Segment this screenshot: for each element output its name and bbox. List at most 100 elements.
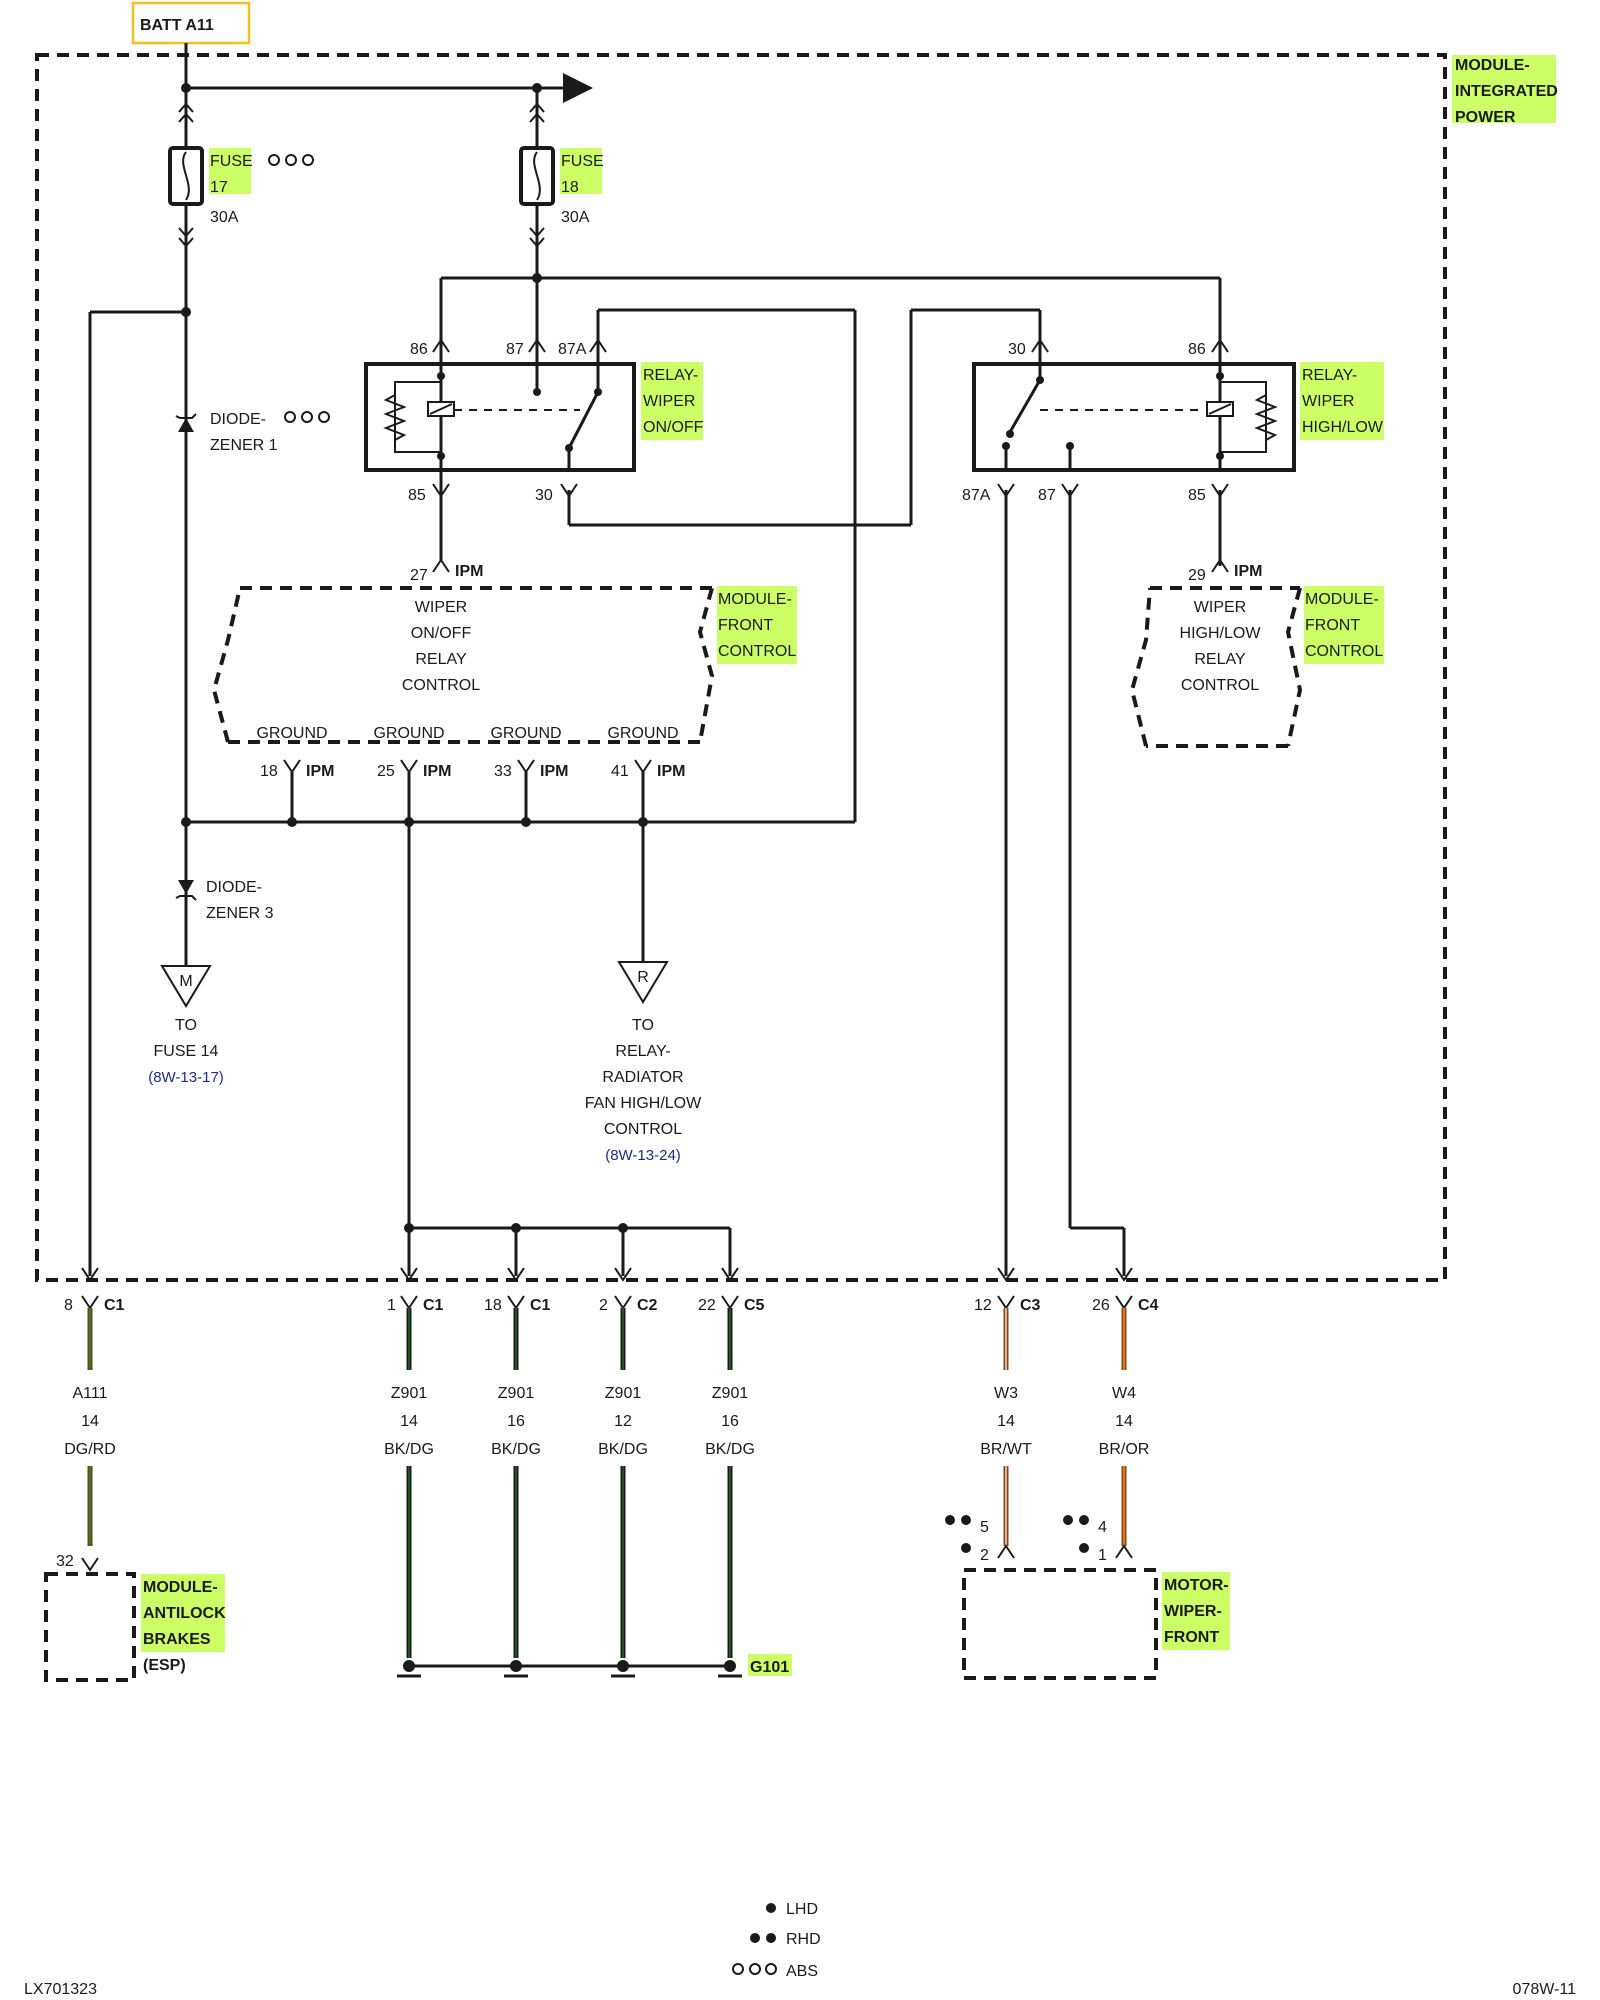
zener1-label-1: DIODE- — [210, 411, 266, 428]
abs-name-2: ANTILOCK — [143, 1605, 226, 1622]
wires-below — [87, 1308, 1127, 1658]
ground-pin-25: 25 — [377, 763, 395, 780]
conn-m-ref[interactable]: (8W-13-17) — [148, 1069, 224, 1086]
fcm-left-text-1: WIPER — [415, 599, 467, 616]
legend-rhd: RHD — [786, 1931, 821, 1948]
fcm-right-name-2: FRONT — [1305, 617, 1360, 634]
ground-label: G101 — [750, 1659, 789, 1676]
c-gauge-0: 14 — [81, 1413, 99, 1430]
fcm-ground-pins — [283, 759, 652, 1228]
fcm-right-text-1: WIPER — [1194, 599, 1246, 616]
abs-name-4: (ESP) — [143, 1657, 186, 1674]
footer-right: 078W-11 — [1513, 1981, 1577, 1998]
c-pin-4: 22 — [698, 1297, 716, 1314]
motor-name-1: MOTOR- — [1164, 1577, 1229, 1594]
c-color-0: DG/RD — [64, 1441, 116, 1458]
c-circuit-6: W4 — [1112, 1385, 1136, 1402]
fcm-right-pin29: 29 — [1188, 567, 1206, 584]
fcm-left-ipm: IPM — [455, 563, 483, 580]
ipm-name-3: POWER — [1455, 109, 1516, 126]
fcm-left-name-1: MODULE- — [718, 591, 792, 608]
legend-abs: ABS — [786, 1963, 818, 1980]
c-pin-0: 8 — [64, 1297, 73, 1314]
ground-pin-33: 33 — [494, 763, 512, 780]
motor-pin-4: 4 — [1098, 1519, 1107, 1536]
c-pin-5: 12 — [974, 1297, 992, 1314]
fuse17-rating: 30A — [210, 209, 239, 226]
ground-pin-18-ipm: IPM — [306, 763, 334, 780]
conn-r-letter: R — [637, 969, 649, 986]
conn-m-letter: M — [179, 973, 192, 990]
r2-pin85: 85 — [1188, 487, 1206, 504]
conn-r-text-3: RADIATOR — [602, 1069, 683, 1086]
c-circuit-5: W3 — [994, 1385, 1018, 1402]
fuse17-label-1: FUSE — [210, 153, 253, 170]
c-pin-6: 26 — [1092, 1297, 1110, 1314]
fuse18-label-1: FUSE — [561, 153, 604, 170]
motor-pin-1: 1 — [1098, 1547, 1107, 1564]
ground-pin-33-ipm: IPM — [540, 763, 568, 780]
c-gauge-5: 14 — [997, 1413, 1015, 1430]
zener1-label-2: ZENER 1 — [210, 437, 278, 454]
r2-name-1: RELAY- — [1302, 367, 1357, 384]
fuse17-label-2: 17 — [210, 179, 228, 196]
c-gauge-2: 16 — [507, 1413, 525, 1430]
fuse-17 — [168, 88, 204, 312]
fcm-left-text-4: CONTROL — [402, 677, 480, 694]
abs-name-3: BRAKES — [143, 1631, 211, 1648]
fcm-ground-1: GROUND — [256, 725, 327, 742]
r2-name-2: WIPER — [1302, 393, 1354, 410]
diode-zener-1 — [175, 312, 197, 822]
c-gauge-3: 12 — [614, 1413, 632, 1430]
c-pin-1: 1 — [387, 1297, 396, 1314]
fuse18-label-2: 18 — [561, 179, 579, 196]
r1-name-3: ON/OFF — [643, 419, 704, 436]
ipm-highlight — [1452, 55, 1556, 123]
motor-pin-2: 2 — [980, 1547, 989, 1564]
r1-name-2: WIPER — [643, 393, 695, 410]
abs-module-border — [44, 1572, 136, 1682]
zener3-label-2: ZENER 3 — [206, 905, 274, 922]
ground-g101 — [397, 1660, 742, 1678]
c-conn-3: C2 — [637, 1297, 658, 1314]
fcm-ground-2: GROUND — [373, 725, 444, 742]
c-color-6: BR/OR — [1099, 1441, 1150, 1458]
zener3-label-1: DIODE- — [206, 879, 262, 896]
motor-border — [962, 1568, 1158, 1680]
fcm-left-pin27: 27 — [410, 567, 428, 584]
diode-zener-3 — [175, 822, 197, 966]
c-conn-1: C1 — [423, 1297, 444, 1314]
r2-pin86: 86 — [1188, 341, 1206, 358]
batt-label-box — [131, 1, 251, 45]
fuse-18 — [519, 88, 555, 278]
abs-pin: 32 — [56, 1553, 74, 1570]
c-pin-3: 2 — [599, 1297, 608, 1314]
abs-name-1: MODULE- — [143, 1579, 218, 1596]
c-gauge-4: 16 — [721, 1413, 739, 1430]
fcm-right-text-4: CONTROL — [1181, 677, 1259, 694]
c-color-1: BK/DG — [384, 1441, 434, 1458]
batt-label: BATT A11 — [140, 17, 214, 34]
connector-r-icon — [617, 961, 669, 1004]
r2-pin87: 87 — [1038, 487, 1056, 504]
c-color-2: BK/DG — [491, 1441, 541, 1458]
r1-pin87: 87 — [506, 341, 524, 358]
r2-name-3: HIGH/LOW — [1302, 419, 1384, 436]
fcm-left-name-3: CONTROL — [718, 643, 796, 660]
ground-pin-25-ipm: IPM — [423, 763, 451, 780]
conn-r-text-2: RELAY- — [615, 1043, 670, 1060]
r2-pin30: 30 — [1008, 341, 1026, 358]
r1-pin30: 30 — [535, 487, 553, 504]
c-gauge-6: 14 — [1115, 1413, 1133, 1430]
fcm-right-name-1: MODULE- — [1305, 591, 1379, 608]
ipm-module-border — [35, 53, 1447, 1282]
r1-pin86: 86 — [410, 341, 428, 358]
c-conn-0: C1 — [104, 1297, 125, 1314]
fuse18-rating: 30A — [561, 209, 590, 226]
relay-wiper-onoff — [364, 346, 636, 472]
c-pin-2: 18 — [484, 1297, 502, 1314]
fcm-left-text-3: RELAY — [415, 651, 467, 668]
c-gauge-1: 14 — [400, 1413, 418, 1430]
conn-r-ref[interactable]: (8W-13-24) — [605, 1147, 681, 1164]
